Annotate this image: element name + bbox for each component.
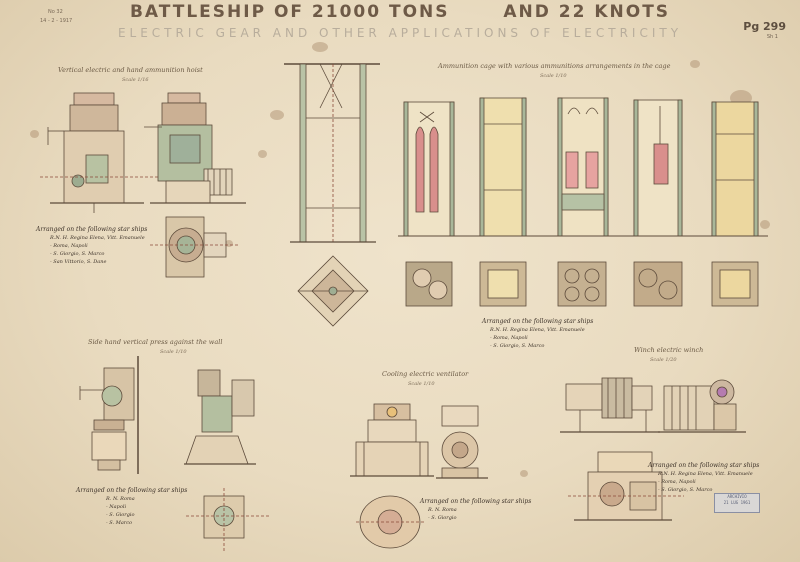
drill-ship-3: - S. Giorgio — [106, 511, 135, 518]
drill-arranged-list: Arranged on the following star ships R. … — [76, 487, 187, 527]
hoist-ship-1: R.N. H. Regina Elena, Vitt. Emanuele — [50, 234, 145, 241]
winch-arranged-list: Arranged on the following star ships R.N… — [648, 462, 759, 494]
cooling-arranged-heading: Arranged on the following star ships — [420, 498, 532, 505]
cooling-ship-1: R. N. Roma — [428, 506, 457, 513]
hoist-ship-4: - San Vittorio, S. Dane — [50, 258, 107, 265]
hoist-arranged-list: Arranged on the following star ships R.N… — [36, 226, 147, 266]
title-right: AND 22 KNOTS — [503, 2, 671, 22]
hoist-frame-drawing — [284, 63, 380, 327]
hoist-caption: Vertical electric and hand ammunition ho… — [58, 66, 203, 74]
drill-caption: Side hand vertical press against the wal… — [88, 338, 223, 346]
cage-ship-2: - Roma, Napoli — [490, 334, 528, 341]
drill-ship-4: - S. Marco — [106, 519, 133, 526]
page-title: BATTLESHIP OF 21000 TONS AND 22 KNOTS — [0, 2, 800, 22]
winch-ship-1: R.N. H. Regina Elena, Vitt. Emanuele — [658, 470, 753, 477]
corner-ref-number: No 32 — [48, 9, 63, 15]
cage-arranged-list: Arranged on the following star ships R.N… — [482, 318, 593, 350]
drill-ship-1: R. N. Roma — [106, 495, 135, 502]
cage-scale: Scale 1/10 — [540, 73, 567, 79]
stamp-line-2: 21 LUG 1961 — [723, 500, 751, 505]
drill-ship-2: - Napoli — [106, 503, 127, 510]
cage-caption: Ammunition cage with various ammunitions… — [438, 62, 671, 70]
cage-ship-1: R.N. H. Regina Elena, Vitt. Emanuele — [490, 326, 585, 333]
winch-scale: Scale 1/20 — [650, 357, 677, 363]
drill-arranged-heading: Arranged on the following star ships — [76, 487, 188, 494]
sheet-note: Sh 1 — [766, 34, 778, 40]
stamp-line-1: ARCHIVIO — [727, 494, 747, 499]
cage-drawings — [398, 97, 768, 307]
corner-ref-date: 14 - 2 - 1917 — [40, 18, 73, 24]
cooling-scale: Scale 1/10 — [408, 381, 435, 387]
winch-caption: Winch electric winch — [634, 346, 704, 354]
archive-stamp: ARCHIVIO 21 LUG 1961 — [714, 493, 760, 513]
drill-scale: Scale 1/10 — [160, 349, 187, 355]
page-number: Pg 299 — [743, 20, 786, 33]
title-left: BATTLESHIP OF 21000 TONS — [129, 2, 450, 22]
hoist-ship-3: - S. Giorgio, S. Marco — [50, 250, 105, 257]
cooling-caption: Cooling electric ventilator — [382, 370, 469, 378]
hoist-arranged-heading: Arranged on the following star ships — [36, 226, 148, 233]
hoist-ship-2: - Roma, Napoli — [50, 242, 88, 249]
winch-ship-2: - Roma, Napoli — [658, 478, 696, 485]
cooling-arranged-list: Arranged on the following star ships R. … — [420, 498, 531, 522]
cage-ship-3: - S. Giorgio, S. Marco — [490, 342, 545, 349]
cage-arranged-heading: Arranged on the following star ships — [482, 318, 594, 325]
page-subtitle: ELECTRIC GEAR AND OTHER APPLICATIONS OF … — [117, 26, 683, 40]
winch-arranged-heading: Arranged on the following star ships — [648, 462, 760, 469]
hoist-scale: Scale 1/16 — [122, 77, 149, 83]
winch-ship-3: - S. Giorgio, S. Marco — [658, 486, 713, 493]
winch-drawings — [560, 377, 746, 521]
hoist-drawings — [40, 92, 246, 278]
drill-drawings — [79, 356, 270, 552]
cooling-drawings — [350, 403, 488, 549]
cooling-ship-2: - S. Giorgio — [428, 514, 457, 521]
